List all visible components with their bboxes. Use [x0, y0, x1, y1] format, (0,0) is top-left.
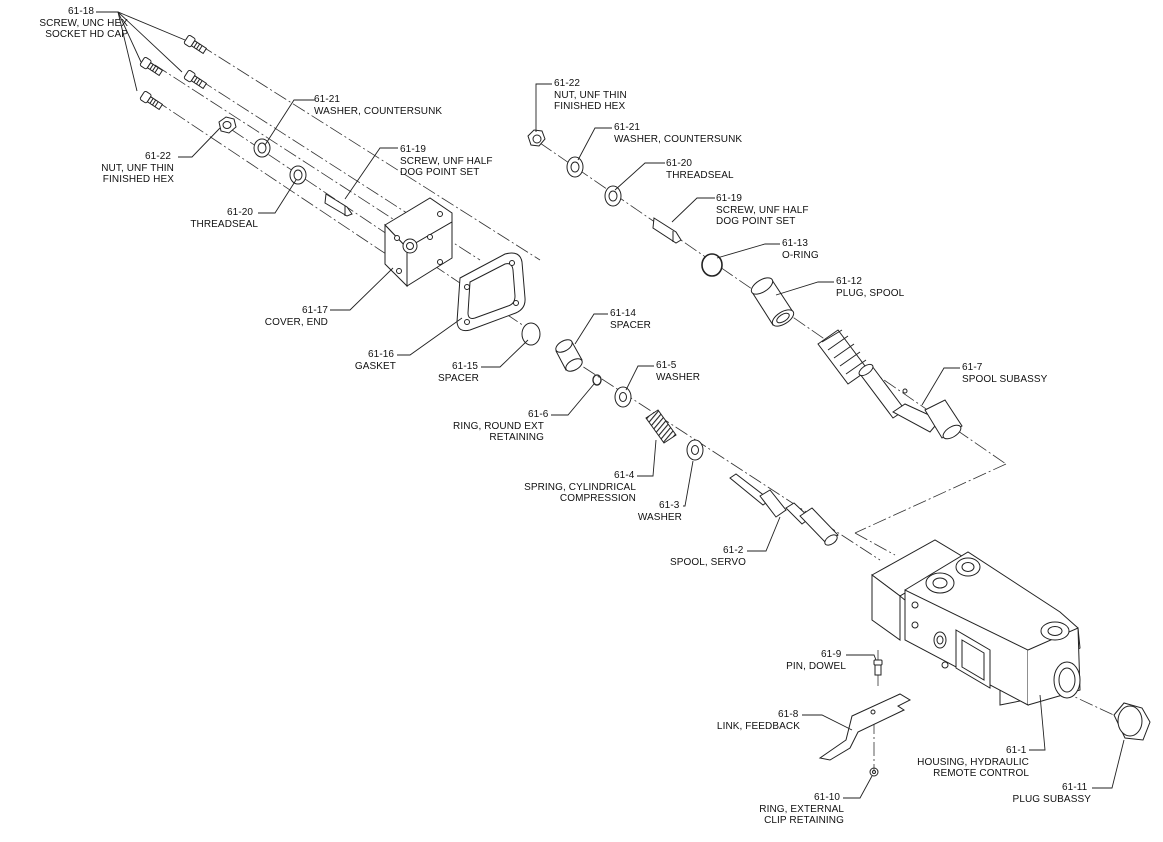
middle-washer-3 — [686, 439, 704, 461]
plug-subassembly — [1113, 702, 1151, 741]
upper-threadseal — [604, 185, 622, 207]
callout-61-16: 61-16 GASKET — [354, 349, 396, 372]
spool-subassembly — [817, 329, 963, 440]
left-hex-nut — [218, 116, 237, 134]
callout-61-15: 61-15 SPACER — [438, 361, 479, 384]
spool-plug — [750, 277, 795, 327]
end-cover — [384, 197, 453, 288]
retaining-ring — [592, 374, 602, 386]
hydraulic-housing — [871, 539, 1081, 706]
o-ring — [701, 253, 723, 277]
callout-61-21-upper: 61-21 WASHER, COUNTERSUNK — [614, 122, 743, 145]
spacer-sleeve — [555, 339, 583, 372]
callout-61-12: 61-12 PLUG, SPOOL — [836, 276, 905, 299]
gasket — [456, 252, 526, 332]
left-set-screw — [324, 193, 353, 217]
external-clip-ring — [869, 767, 879, 777]
upper-hex-nut — [527, 129, 546, 147]
left-threadseal — [289, 165, 307, 185]
middle-washer-5 — [614, 386, 632, 408]
upper-countersunk-washer — [566, 156, 584, 178]
socket-head-cap-screws — [139, 34, 208, 111]
callout-61-20-left: 61-20 THREADSEAL — [190, 207, 258, 230]
callout-61-18: 61-18 SCREW, UNC HEX SOCKET HD CAP — [39, 6, 128, 40]
callout-61-21-left: 61-21 WASHER, COUNTERSUNK — [314, 94, 443, 117]
callout-61-22-upper: 61-22 NUT, UNF THIN FINISHED HEX — [554, 78, 627, 112]
callout-61-11: 61-11 PLUG SUBASSY — [1012, 782, 1091, 805]
callout-61-5: 61-5 WASHER — [656, 360, 701, 383]
callout-61-6: 61-6 RING, ROUND EXT RETAINING — [453, 409, 549, 443]
callout-61-19-left: 61-19 SCREW, UNF HALF DOG POINT SET — [400, 144, 493, 178]
callout-61-4: 61-4 SPRING, CYLINDRICAL COMPRESSION — [524, 470, 636, 504]
feedback-link — [818, 693, 912, 761]
callout-61-19-upper: 61-19 SCREW, UNF HALF DOG POINT SET — [716, 193, 809, 227]
small-spacer — [521, 322, 541, 346]
callout-61-9: 61-9 PIN, DOWEL — [786, 649, 846, 672]
callout-61-1: 61-1 HOUSING, HYDRAULIC REMOTE CONTROL — [917, 745, 1029, 779]
callout-61-22-left: 61-22 NUT, UNF THIN FINISHED HEX — [101, 151, 174, 185]
callout-61-10: 61-10 RING, EXTERNAL CLIP RETAINING — [759, 792, 844, 826]
callout-61-17: 61-17 COVER, END — [264, 305, 329, 328]
callout-61-3: 61-3 WASHER — [637, 500, 682, 523]
callout-61-13: 61-13 O-RING — [782, 238, 819, 261]
compression-spring — [645, 409, 677, 444]
dowel-pin — [873, 659, 883, 676]
callout-61-8: 61-8 LINK, FEEDBACK — [716, 709, 800, 732]
callout-61-20-upper: 61-20 THREADSEAL — [666, 158, 734, 181]
callout-61-7: 61-7 SPOOL SUBASSY — [962, 362, 1048, 385]
upper-set-screw — [652, 217, 682, 244]
servo-spool — [729, 473, 839, 546]
callout-61-2: 61-2 SPOOL, SERVO — [669, 545, 746, 568]
callout-61-14: 61-14 SPACER — [610, 308, 651, 331]
leader-lines — [96, 11, 1125, 799]
